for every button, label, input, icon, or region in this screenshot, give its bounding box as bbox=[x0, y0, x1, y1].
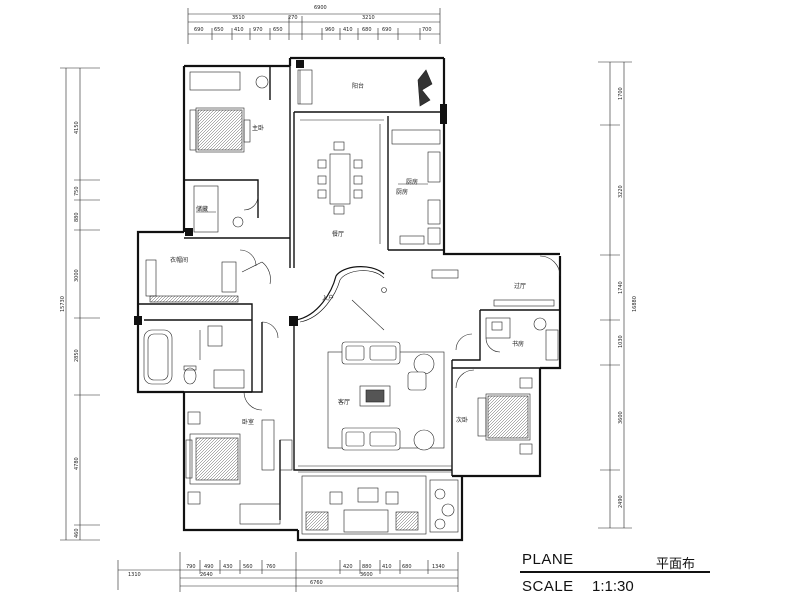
left-dim-seg: 880 bbox=[74, 212, 80, 222]
structural-columns bbox=[134, 60, 447, 326]
bottom-balcony bbox=[301, 475, 459, 535]
living-sliding-door bbox=[279, 439, 452, 473]
top-dim-detail: 690 bbox=[194, 27, 204, 33]
room-label-dining: 餐厅 bbox=[332, 230, 344, 238]
bottom-dim-detail: 790 bbox=[186, 564, 196, 570]
right-dim-seg: 1700 bbox=[618, 87, 624, 100]
bottom-dim-detail: 680 bbox=[402, 564, 412, 570]
top-dim-detail: 680 bbox=[362, 27, 372, 33]
left-dim-seg: 4780 bbox=[74, 457, 80, 470]
room-label-kitchen-sub: 厨房 bbox=[396, 188, 408, 196]
master-bed bbox=[189, 71, 269, 153]
left-dim-seg: 750 bbox=[74, 186, 80, 196]
curved-hall-wall bbox=[295, 266, 385, 321]
top-dim-detail: 650 bbox=[273, 27, 283, 33]
room-label-hall: 过厅 bbox=[514, 282, 526, 290]
room-label-entry: 入户 bbox=[322, 294, 334, 302]
bottom-dim-detail: 430 bbox=[223, 564, 233, 570]
bottom-dim-seg: 3600 bbox=[360, 572, 373, 578]
hall-cabinet bbox=[431, 269, 459, 279]
interior-walls bbox=[138, 66, 560, 520]
plan-title: PLANE bbox=[522, 551, 574, 568]
room-label-bedroom2: 次卧 bbox=[456, 416, 468, 424]
right-dim-seg: 2490 bbox=[618, 495, 624, 508]
top-dim-detail: 650 bbox=[214, 27, 224, 33]
room-label-bedroom3: 卧室 bbox=[242, 418, 254, 426]
top-dimension-chain bbox=[187, 8, 441, 44]
right-dim-overall: 16880 bbox=[632, 296, 638, 312]
bottom-dim-detail: 490 bbox=[204, 564, 214, 570]
top-dim-detail: 960 bbox=[325, 27, 335, 33]
bottom-dim-overall: 6760 bbox=[310, 580, 323, 586]
kitchen-counters bbox=[391, 129, 441, 245]
left-dim-seg: 4150 bbox=[74, 121, 80, 134]
top-dim-detail: 970 bbox=[253, 27, 263, 33]
bottom-dim-detail: 1340 bbox=[432, 564, 445, 570]
room-label-storage: 储藏 bbox=[196, 205, 208, 213]
left-dim-seg: 3000 bbox=[74, 269, 80, 282]
right-bedroom-bed bbox=[455, 369, 533, 455]
scale-value: 1:1:30 bbox=[592, 578, 634, 595]
bottom-dim-detail: 420 bbox=[343, 564, 353, 570]
bottom-dim-detail: 760 bbox=[266, 564, 276, 570]
title-underline bbox=[520, 571, 710, 573]
exterior-walls bbox=[136, 56, 562, 542]
top-dim-seg: 3510 bbox=[232, 15, 245, 21]
left-dim-seg: 460 bbox=[74, 528, 80, 538]
top-balcony bbox=[297, 69, 433, 107]
study-furniture bbox=[455, 255, 561, 361]
right-dim-seg: 1740 bbox=[618, 281, 624, 294]
bottom-dim-detail: 410 bbox=[382, 564, 392, 570]
left-dim-seg: 2850 bbox=[74, 349, 80, 362]
top-dim-detail: 700 bbox=[422, 27, 432, 33]
top-dim-detail: 690 bbox=[382, 27, 392, 33]
dining-table bbox=[300, 119, 384, 244]
top-dim-overall: 6900 bbox=[314, 5, 327, 11]
right-dim-seg: 3600 bbox=[618, 411, 624, 424]
top-dim-detail: 410 bbox=[234, 27, 244, 33]
entry-door bbox=[241, 261, 387, 339]
room-label-closet: 衣帽间 bbox=[170, 256, 188, 264]
bottom-dimension-chain bbox=[117, 552, 459, 592]
master-bath-fixtures bbox=[193, 185, 259, 233]
right-dimension-chain bbox=[598, 61, 632, 529]
left-dimension-chain bbox=[60, 67, 100, 541]
closet-wardrobe bbox=[145, 249, 257, 303]
room-label-living: 客厅 bbox=[338, 398, 350, 406]
top-dim-seg: 3210 bbox=[362, 15, 375, 21]
bottom-dim-seg: 1310 bbox=[128, 572, 141, 578]
bottom-dim-detail: 880 bbox=[362, 564, 372, 570]
top-dim-detail: 410 bbox=[343, 27, 353, 33]
room-label-study: 书房 bbox=[512, 340, 524, 348]
room-label-master: 主卧 bbox=[252, 124, 264, 132]
lower-bedroom-bed bbox=[185, 391, 281, 525]
living-furniture bbox=[327, 341, 445, 451]
scale-label: SCALE bbox=[522, 578, 574, 595]
right-dim-seg: 3220 bbox=[618, 185, 624, 198]
room-label-balcony: 阳台 bbox=[352, 82, 364, 90]
left-dim-overall: 15730 bbox=[60, 296, 66, 312]
room-label-kitchen: 厨房 bbox=[406, 178, 418, 186]
right-dim-seg: 1030 bbox=[618, 335, 624, 348]
bottom-dim-seg: 2640 bbox=[200, 572, 213, 578]
top-dim-seg: 270 bbox=[288, 15, 298, 21]
left-bath-fixtures bbox=[143, 325, 245, 389]
plan-title-cn: 平面布 bbox=[656, 556, 696, 571]
bottom-dim-detail: 560 bbox=[243, 564, 253, 570]
